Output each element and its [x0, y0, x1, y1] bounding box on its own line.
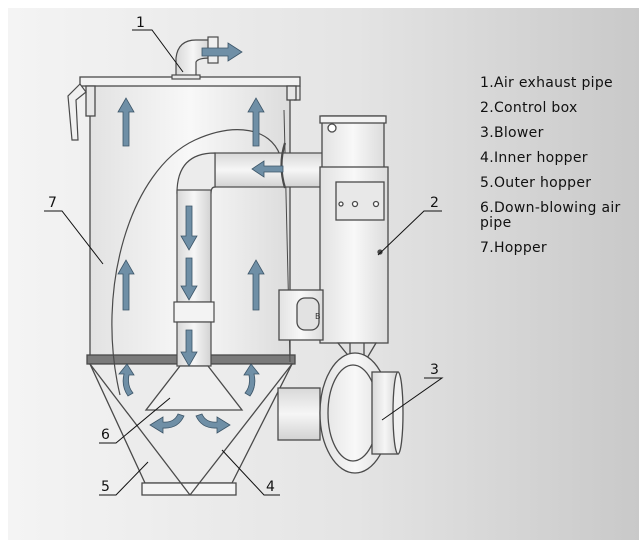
arrow-up-right-mid	[247, 259, 265, 311]
arrow-up-right-top	[247, 97, 265, 147]
latch-right	[294, 86, 301, 101]
legend-item-inner-hopper: 4.Inner hopper	[480, 150, 588, 166]
legend-item-hopper: 7.Hopper	[480, 240, 547, 256]
arrow-down-3	[180, 329, 198, 367]
callout-5: 5	[101, 479, 110, 495]
legend: 1.Air exhaust pipe 2.Control box 3.Blowe…	[480, 76, 635, 266]
callout-leaders	[44, 29, 444, 496]
arrow-up-left-top	[117, 97, 135, 147]
callout-2: 2	[430, 195, 439, 211]
callout-7: 7	[48, 195, 57, 211]
down-blowing-air-pipe	[144, 365, 244, 411]
callout-3: 3	[430, 362, 439, 378]
callout-6: 6	[101, 427, 110, 443]
legend-item-blower: 3.Blower	[480, 125, 544, 141]
blower	[277, 342, 404, 474]
latch-left	[67, 83, 87, 141]
legend-item-outer-hopper: 5.Outer hopper	[480, 175, 592, 191]
arrow-exhaust-right	[201, 42, 243, 62]
arrow-cone-right-up	[243, 363, 260, 397]
arrow-up-left-mid	[117, 259, 135, 311]
arrow-down-2	[180, 257, 198, 301]
callout-1: 1	[136, 15, 145, 31]
flow-arrows	[117, 42, 284, 434]
arrow-swirl-left	[149, 413, 185, 434]
arrow-swirl-right	[195, 413, 231, 434]
control-box	[278, 115, 389, 344]
arrow-duct-left	[251, 160, 284, 178]
legend-item-down-blowing-air-pipe: 6.Down-blowing air pipe	[480, 200, 621, 231]
arrow-down-1	[180, 205, 198, 251]
arrow-cone-left-up	[118, 363, 135, 397]
control-box-label: B	[315, 312, 321, 321]
legend-item-control-box: 2.Control box	[480, 100, 578, 116]
outer-hopper	[88, 363, 294, 496]
legend-item-air-exhaust-pipe: 1.Air exhaust pipe	[480, 75, 613, 91]
callout-4: 4	[266, 479, 275, 495]
